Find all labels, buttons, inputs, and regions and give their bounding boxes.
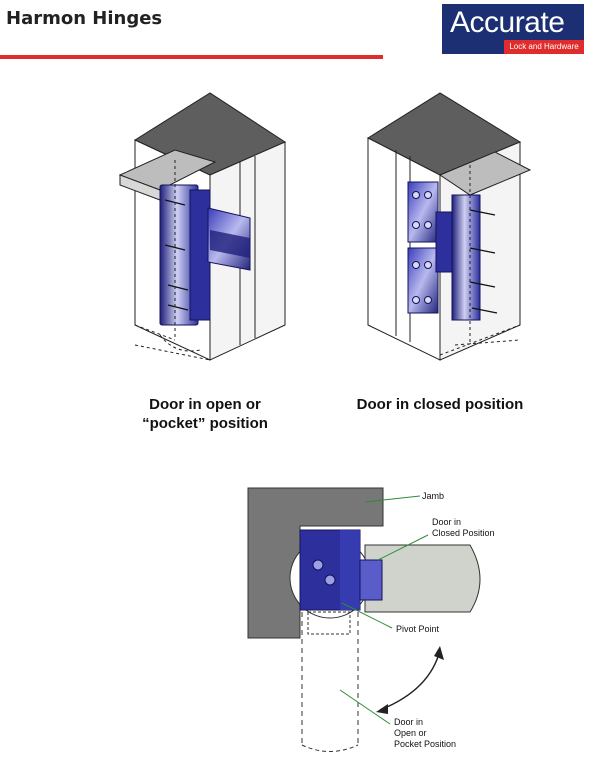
callout-pocket-line2: Open or xyxy=(394,728,427,738)
callout-pocket-line1: Door in xyxy=(394,717,424,727)
brand-logo: Accurate Lock and Hardware xyxy=(442,4,584,54)
figure-open-position xyxy=(118,92,287,361)
callout-door-pocket: Door in Open or Pocket Position xyxy=(394,717,456,750)
caption-closed-position: Door in closed position xyxy=(340,395,540,414)
hinge-leaf-right xyxy=(189,189,211,321)
caption-open-line1: Door in open or xyxy=(149,396,261,413)
callout-jamb: Jamb xyxy=(422,491,445,501)
caption-closed-line1: Door in closed position xyxy=(356,396,524,413)
swing-arrow xyxy=(379,649,441,711)
logo-brand-text: Accurate xyxy=(450,6,565,39)
door-closed-shape xyxy=(364,544,481,613)
callout-closed-line2: Closed Position xyxy=(432,528,495,538)
logo-tagline: Lock and Hardware xyxy=(504,40,584,54)
jamb-shape xyxy=(247,487,384,639)
figure-closed-position xyxy=(366,92,532,361)
callout-door-closed: Door in Closed Position xyxy=(432,517,495,539)
plan-view-diagram xyxy=(247,487,481,752)
caption-open-position: Door in open or “pocket” position xyxy=(105,395,305,433)
page-title: Harmon Hinges xyxy=(6,8,163,29)
header-divider xyxy=(0,55,383,59)
caption-open-line2: “pocket” position xyxy=(142,415,268,432)
callout-pocket-line3: Pocket Position xyxy=(394,739,457,749)
callout-closed-line1: Door in xyxy=(432,517,462,527)
callout-pivot-point: Pivot Point xyxy=(396,624,440,634)
